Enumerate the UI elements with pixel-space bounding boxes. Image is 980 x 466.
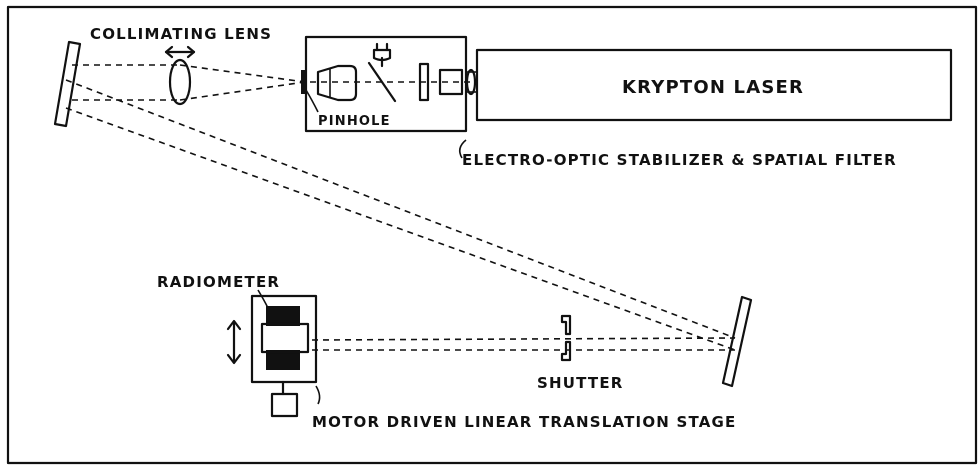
first-mirror: [53, 40, 82, 128]
electro-optic-modulator: [438, 68, 464, 96]
laser-output-window: [465, 68, 477, 96]
shutter-lower-blade: [560, 340, 572, 362]
stabilizer-leader-line: [458, 139, 467, 159]
lens-arrow-left-head: [164, 45, 174, 59]
translation-stage-label: MOTOR DRIVEN LINEAR TRANSLATION STAGE: [312, 413, 737, 431]
stage-leader-line: [315, 385, 321, 405]
stage-motion-arrow-down: [226, 353, 242, 365]
microscope-objective: [316, 64, 358, 102]
krypton-laser-body: [475, 48, 953, 122]
beam-lens-to-pinhole-lower: [179, 81, 306, 101]
beam-paths: [65, 64, 736, 351]
stabilizer-label: ELECTRO-OPTIC STABILIZER & SPATIAL FILTE…: [462, 151, 897, 169]
beam-lens-to-pinhole-upper: [179, 64, 306, 83]
krypton-laser-label: KRYPTON LASER: [622, 77, 804, 98]
spatial-filter-assembly: [301, 35, 478, 133]
radiometer-label: RADIOMETER: [157, 273, 280, 291]
shutter-upper-blade: [560, 314, 572, 336]
beam-splitter: [367, 61, 397, 103]
radiometer-sensor: [260, 322, 310, 354]
shutter-label: SHUTTER: [537, 374, 624, 392]
beam-long-lower: [65, 107, 736, 351]
collimating-lens-label: COLLIMATING LENS: [90, 25, 272, 43]
beam-long-upper: [65, 79, 736, 339]
wave-plate: [418, 62, 430, 102]
pinhole-label: PINHOLE: [318, 114, 391, 129]
lens-arrow-right-head: [186, 45, 196, 59]
radiometer-bottom-block: [266, 350, 300, 370]
radiometer-leader-line: [257, 289, 269, 309]
diagram-frame: [6, 5, 978, 465]
translation-stage-assembly: [226, 294, 318, 418]
radiometer-top-block: [266, 306, 300, 326]
second-mirror: [721, 295, 753, 388]
shutter: [560, 314, 572, 362]
lens-element: [168, 58, 192, 106]
stage-motor: [270, 392, 299, 418]
pinhole-leader-line: [305, 89, 319, 113]
stage-motion-arrow-up: [226, 319, 242, 331]
detector-plug-icon: [372, 42, 392, 68]
beam-to-radiometer-upper: [311, 337, 736, 341]
pinhole-plate: [301, 70, 307, 94]
collimating-lens: [164, 45, 196, 106]
